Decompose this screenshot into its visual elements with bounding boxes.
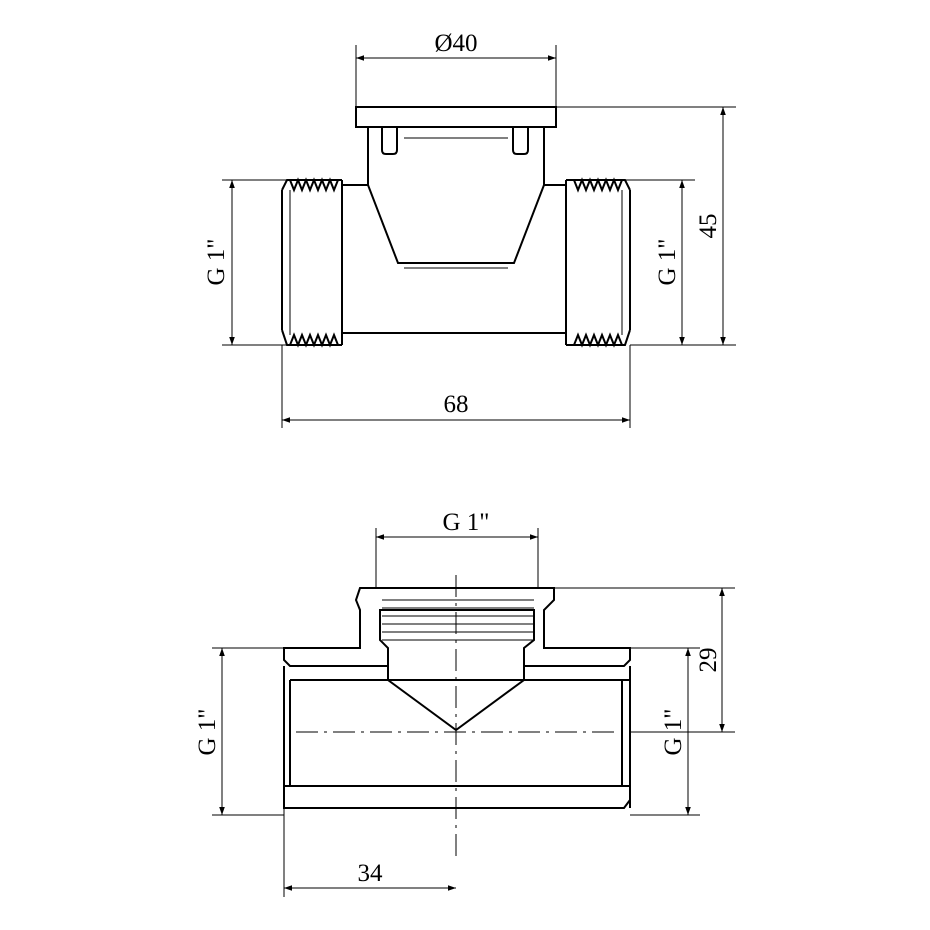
thread-label-right-section: G 1" xyxy=(660,708,687,755)
dim-diameter-label: Ø40 xyxy=(434,30,477,57)
section-view: G 1" 29 G 1" G 1" 34 xyxy=(194,509,735,897)
thread-label-left-top: G 1" xyxy=(203,238,230,285)
thread-label-branch: G 1" xyxy=(442,509,489,536)
dim-half-width-label: 34 xyxy=(358,860,384,887)
dim-width-label: 68 xyxy=(444,391,469,418)
left-thread-top xyxy=(281,177,343,348)
top-view: Ø40 45 G 1" G 1" 68 xyxy=(203,30,736,428)
thread-label-left-section: G 1" xyxy=(194,708,221,755)
dim-height-label: 45 xyxy=(695,214,722,239)
right-thread-top xyxy=(565,177,631,348)
dim-branch-height-label: 29 xyxy=(695,648,722,673)
branch-internal-thread xyxy=(382,599,534,641)
thread-label-right-top: G 1" xyxy=(654,238,681,285)
